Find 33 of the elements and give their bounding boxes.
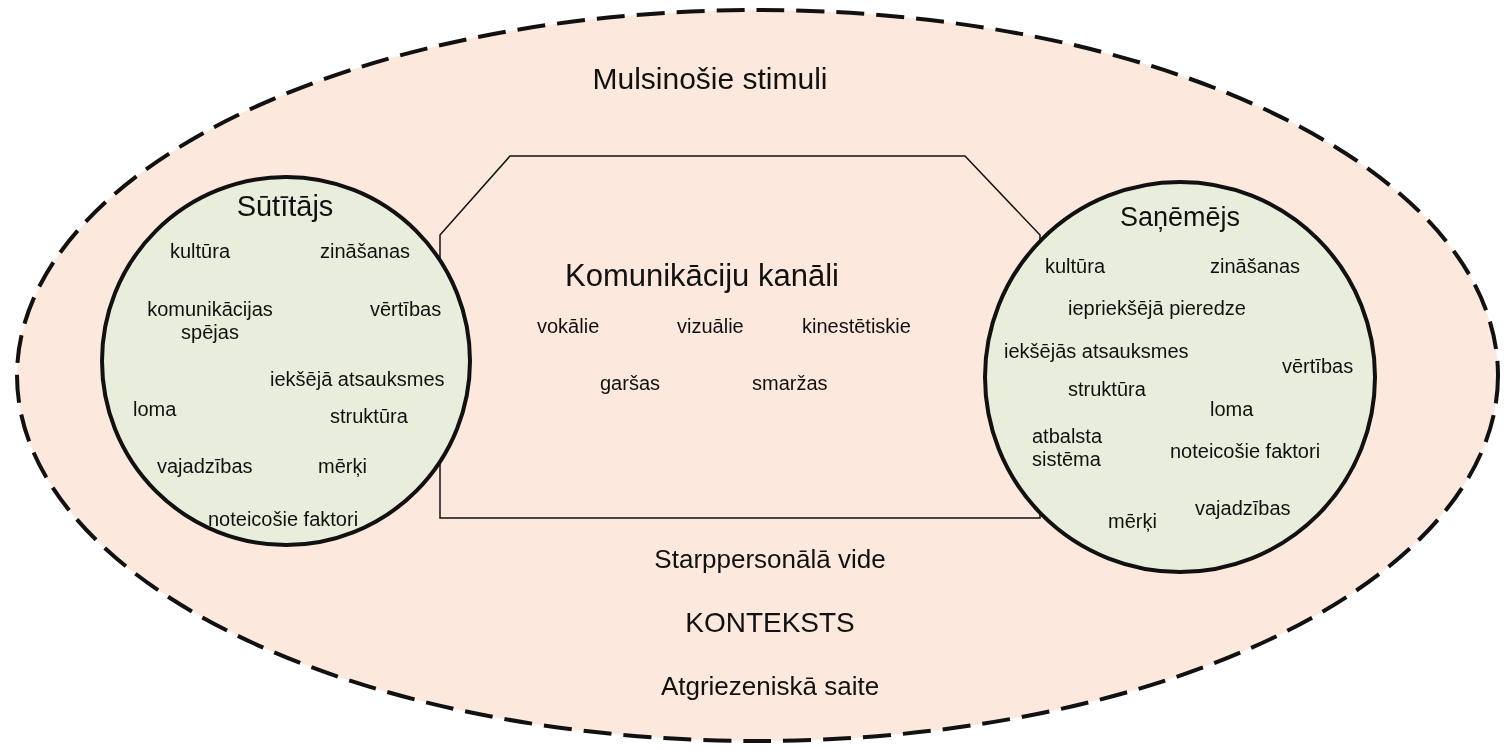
factor-label: kultūra [170, 240, 231, 263]
factor-label: zināšanas [1210, 255, 1301, 278]
channel-label: kinestētiskie [802, 315, 911, 338]
environment-label: Starppersonālā vide [654, 545, 886, 575]
factor-label: loma [133, 398, 177, 421]
factor-label: loma [1210, 398, 1254, 421]
factor-label: iekšējā atsauksmes [270, 368, 445, 391]
factor-label: iekšējās atsauksmes [1004, 340, 1189, 363]
node-title: Komunikāciju kanāli [565, 258, 839, 294]
distraction-label: Mulsinošie stimuli [592, 62, 828, 97]
factor-label: zināšanas [320, 240, 411, 263]
factor-label: vajadzības [157, 455, 253, 478]
factor-label: mērķi [1108, 510, 1157, 533]
factor-label: noteicošie faktori [208, 508, 359, 531]
channel-label: garšas [600, 372, 661, 395]
factor-label: vajadzības [1195, 497, 1291, 520]
node-title: Saņēmējs [1119, 202, 1241, 234]
factor-label: iepriekšējā pieredze [1068, 297, 1246, 320]
factor-label: struktūra [330, 405, 408, 428]
factor-label: komunikācijas spējas [146, 298, 274, 344]
factor-label: vērtības [1282, 355, 1354, 378]
channel-label: vokālie [537, 315, 600, 338]
context-label: KONTEKSTS [685, 607, 855, 640]
channel-label: smaržas [752, 372, 828, 395]
factor-label: noteicošie faktori [1170, 440, 1321, 463]
factor-label: vērtības [370, 298, 442, 321]
factor-label: atbalsta sistēma [1032, 425, 1104, 471]
factor-label: kultūra [1045, 255, 1106, 278]
node-title: Sūtītājs [236, 190, 334, 224]
factor-label: mērķi [318, 455, 367, 478]
feedback-label: Atgriezeniskā saite [660, 672, 880, 702]
channel-label: vizuālie [677, 315, 744, 338]
factor-label: struktūra [1068, 378, 1146, 401]
